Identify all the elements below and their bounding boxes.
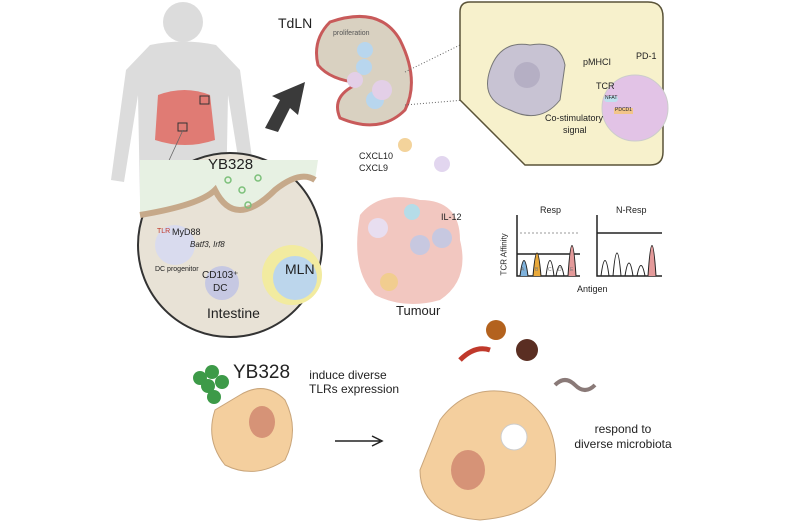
il12-label: IL-12 bbox=[441, 212, 462, 222]
bottom-strain-label: YB328 bbox=[233, 362, 291, 383]
microbe bbox=[553, 378, 597, 392]
microbe bbox=[486, 320, 506, 340]
induce-label-1: induce diverse bbox=[309, 368, 387, 382]
intestine-title: YB328 bbox=[208, 156, 254, 173]
costim-label: Co-stimulatory bbox=[545, 113, 604, 123]
zoom-line bbox=[404, 99, 466, 106]
activated-dc-cell bbox=[419, 390, 557, 521]
peak-label: E bbox=[570, 267, 574, 273]
dc-label: DC bbox=[213, 283, 228, 294]
tumour-label: Tumour bbox=[396, 303, 441, 318]
intestine-zoom-circle bbox=[137, 152, 323, 338]
peak-label: A bbox=[521, 267, 525, 273]
tumour-mass bbox=[357, 197, 463, 304]
yb328-bacteria bbox=[193, 365, 229, 404]
t-cell bbox=[434, 156, 450, 172]
respond-label-2: diverse microbiota bbox=[574, 437, 672, 451]
signal-label: signal bbox=[563, 125, 587, 135]
affinity-plots bbox=[516, 215, 662, 277]
microbe bbox=[458, 346, 491, 362]
microbe bbox=[516, 339, 538, 361]
resp-title: Resp bbox=[540, 205, 562, 215]
lymph-node bbox=[315, 14, 413, 127]
peak-label: C bbox=[548, 267, 552, 273]
intestine-organ bbox=[155, 90, 215, 145]
arrow-up-icon bbox=[265, 82, 305, 132]
intestine-label: Intestine bbox=[207, 305, 260, 321]
peak-label: B bbox=[535, 267, 539, 273]
myd88-label: MyD88 bbox=[172, 227, 201, 237]
proliferation-label: proliferation bbox=[333, 30, 370, 37]
pd1-label: PD-1 bbox=[636, 51, 657, 61]
cd103-label: CD103⁺ bbox=[202, 270, 239, 281]
arrow-right-icon bbox=[335, 435, 384, 447]
t-cell bbox=[398, 138, 412, 152]
synapse-box bbox=[459, 1, 669, 166]
affinity-xlabel: Antigen bbox=[577, 284, 608, 294]
zoom-line bbox=[404, 44, 461, 73]
affinity-ylabel: TCR Affinity bbox=[499, 233, 509, 276]
nucleus bbox=[451, 450, 485, 490]
genes-label: Batf3, Irf8 bbox=[190, 240, 225, 249]
pdcd1-label: PDCD1 bbox=[614, 107, 633, 114]
pmhci-label: pMHCI bbox=[583, 57, 612, 67]
vesicle bbox=[500, 423, 528, 451]
dc-progenitor-label: DC progenitor bbox=[155, 266, 199, 273]
induce-label-2: TLRs expression bbox=[309, 382, 400, 396]
tdln-title: TdLN bbox=[278, 15, 313, 31]
peak-label: D bbox=[558, 267, 562, 273]
mln-label: MLN bbox=[285, 261, 315, 277]
nfat-label: NFAT bbox=[604, 95, 619, 102]
tlr-label: TLR bbox=[157, 228, 171, 235]
tcr-label: TCR bbox=[596, 81, 615, 91]
respond-label-1: respond to bbox=[594, 422, 652, 436]
cxcl10-label: CXCL10 bbox=[359, 151, 394, 161]
cxcl9-label: CXCL9 bbox=[359, 163, 389, 173]
nresp-title: N-Resp bbox=[616, 205, 647, 215]
nucleus bbox=[249, 406, 275, 438]
